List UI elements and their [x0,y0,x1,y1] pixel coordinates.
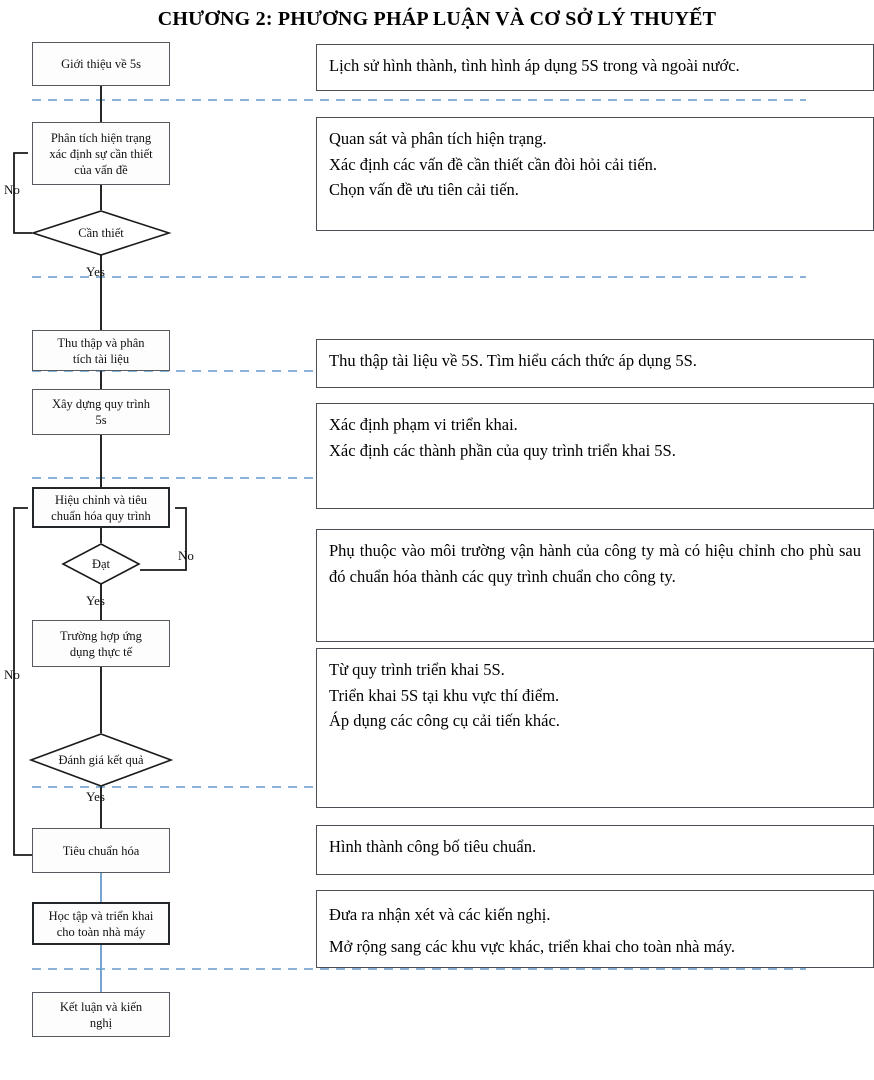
edge-label-no-pass: No [178,548,194,563]
desc-calibrate-line-1: Phụ thuộc vào môi trường vận hành của cô… [329,541,861,586]
decision-pass[interactable]: Đạt [61,543,141,585]
desc-deploy: Đưa ra nhận xét và các kiến nghị. Mở rộn… [316,890,874,968]
desc-analyze-line-2: Xác định các vấn đề cần thiết cần đòi hỏ… [329,154,658,174]
node-intro-label: Giới thiệu về 5s [61,57,141,71]
node-conclude-label: Kết luận và kiến nghị [59,999,143,1030]
node-collect[interactable]: Thu thập và phân tích tài liệu [32,330,170,371]
desc-collect: Thu thập tài liệu về 5S. Tìm hiểu cách t… [316,339,874,388]
node-standardize-label: Tiêu chuẩn hóa [62,843,140,858]
node-intro[interactable]: Giới thiệu về 5s [32,42,170,86]
node-deploy-label: Học tập và triển khai cho toàn nhà máy [48,908,154,939]
node-conclude[interactable]: Kết luận và kiến nghị [32,992,170,1037]
desc-build-line-1: Xác định phạm vi triển khai. [329,415,518,434]
edge-label-yes-needed: Yes [86,264,105,279]
desc-analyze-line-1: Quan sát và phân tích hiện trạng. [329,129,547,148]
node-calibrate[interactable]: Hiệu chỉnh và tiêu chuẩn hóa quy trình [32,487,170,528]
desc-intro: Lịch sử hình thành, tình hình áp dụng 5S… [316,44,874,91]
node-build[interactable]: Xây dựng quy trình 5s [32,389,170,435]
desc-standardize: Hình thành công bố tiêu chuẩn. [316,825,874,875]
desc-case-line-3: Áp dụng các công cụ cải tiến khác. [329,711,560,731]
desc-analyze-line-3: Chọn vấn đề ưu tiên cải tiến. [329,180,519,200]
edge-label-yes-pass: Yes [86,593,105,608]
edge-label-no-evaluate: No [4,667,20,682]
node-collect-label: Thu thập và phân tích tài liệu [57,335,145,366]
node-analyze-label: Phân tích hiện trạng xác định sự cần thi… [49,130,153,177]
node-standardize[interactable]: Tiêu chuẩn hóa [32,828,170,873]
edge-label-yes-evaluate: Yes [86,789,105,804]
node-analyze[interactable]: Phân tích hiện trạng xác định sự cần thi… [32,122,170,185]
node-calibrate-label: Hiệu chỉnh và tiêu chuẩn hóa quy trình [51,492,151,523]
node-deploy[interactable]: Học tập và triển khai cho toàn nhà máy [32,902,170,945]
desc-build-line-2: Xác định các thành phần của quy trình tr… [329,440,676,460]
node-build-label: Xây dựng quy trình 5s [51,397,151,427]
decision-evaluate[interactable]: Đánh giá kết quả [28,733,174,787]
desc-case-line-2: Triển khai 5S tại khu vực thí điểm. [329,685,560,705]
desc-build: Xác định phạm vi triển khai. Xác định cá… [316,403,874,509]
desc-intro-line-1: Lịch sử hình thành, tình hình áp dụng 5S… [329,56,740,75]
desc-case-line-1: Từ quy trình triển khai 5S. [329,660,505,679]
node-case[interactable]: Trường hợp ứng dụng thực tế [32,620,170,667]
desc-collect-line-1: Thu thập tài liệu về 5S. Tìm hiểu cách t… [329,351,697,370]
desc-calibrate: Phụ thuộc vào môi trường vận hành của cô… [316,529,874,642]
desc-case: Từ quy trình triển khai 5S. Triển khai 5… [316,648,874,808]
decision-needed[interactable]: Cần thiết [30,210,172,256]
desc-analyze: Quan sát và phân tích hiện trạng. Xác đị… [316,117,874,231]
desc-deploy-line-2: Mở rộng sang các khu vực khác, triển kha… [329,937,736,957]
desc-deploy-line-1: Đưa ra nhận xét và các kiến nghị. [329,905,551,924]
node-case-label: Trường hợp ứng dụng thực tế [60,628,142,659]
edge-label-no-analyze: No [4,182,20,197]
desc-standardize-line-1: Hình thành công bố tiêu chuẩn. [329,837,537,856]
page-title: CHƯƠNG 2: PHƯƠNG PHÁP LUẬN VÀ CƠ SỞ LÝ T… [157,8,717,30]
